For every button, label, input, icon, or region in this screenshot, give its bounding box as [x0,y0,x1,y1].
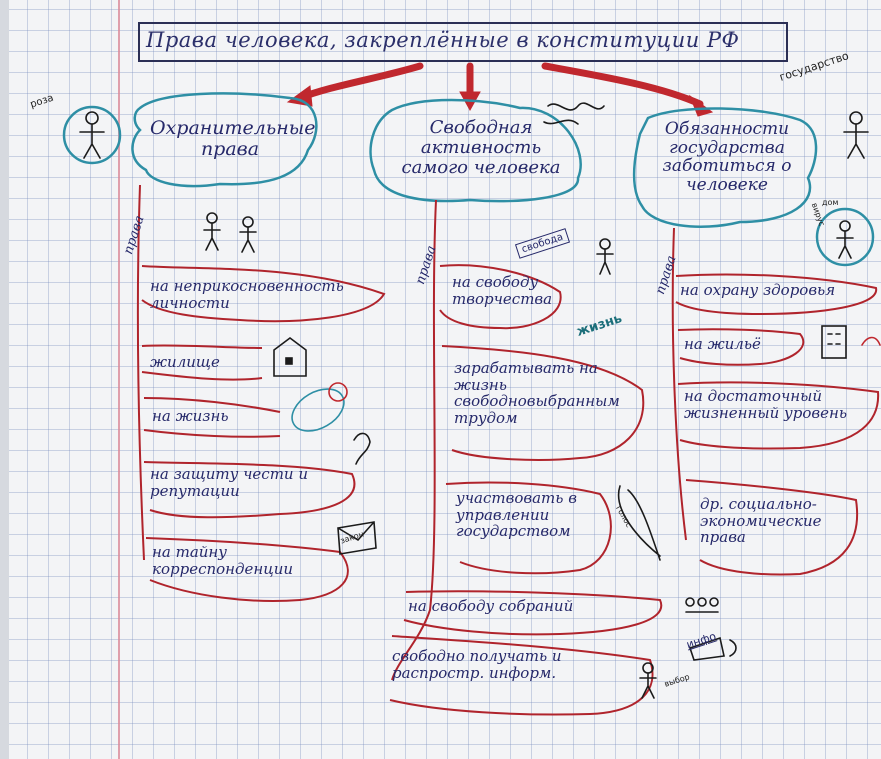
center-item: свободно получать и распростр. информ. [392,647,562,682]
right-item: на достаточный жизненный уровень [684,387,848,422]
doodle-circle-right [815,207,875,267]
center-item: участвовать в управлении государством [456,489,577,540]
trunk-center [391,199,437,681]
trunk-right [671,227,687,541]
stick-figure-icon [836,220,854,259]
arrow-left-head [286,85,313,107]
left-item: на тайну корреспонденции [152,543,294,578]
branch-left-4 [143,461,356,519]
cloud-center [369,98,582,203]
stick-figure-icon [239,216,257,253]
center-item: на свободу творчества [452,273,553,308]
left-item: на жизнь [152,407,229,425]
scribble-icon [353,102,605,465]
branch-left-1 [141,265,386,323]
feather-pen-icon [617,485,661,561]
branch-center-3 [445,481,612,575]
branch-right-4 [685,479,859,576]
right-item: на жильё [684,335,761,353]
branch-left-2 [141,344,263,381]
branch-right-2 [677,328,805,366]
stick-figure-icon [843,111,869,159]
baby-icon [291,382,348,432]
center-item: зарабатывать на жизнь свободновыбранным … [454,359,620,427]
right-item: др. социально-экономические права [700,495,822,546]
cloud-left [131,92,318,188]
arrow-left [296,62,424,102]
branch-center-1 [439,264,562,330]
margin-line [118,0,120,759]
branch-center-2 [441,345,645,461]
heading-free-activity: Свободная активность самого человека [401,117,561,178]
branch-left-5 [145,537,349,603]
arrows [286,62,714,117]
letter-icon [337,521,377,555]
page-title: Права человека, закреплённые в конституц… [146,28,740,52]
branch-left-3 [143,397,281,438]
stick-figure-icon [203,212,221,251]
sun-icon [861,336,881,346]
stick-figure-icon [79,111,105,159]
cloud-right [632,107,818,228]
page-edge-shadow [0,0,9,759]
house-icon [273,337,307,377]
doodle-label-dom: дом [822,198,839,207]
arrow-right-head [688,94,714,117]
doodle-circle-left [62,105,122,165]
branch-center-5 [389,635,654,716]
heading-state-obligations: Обязанности государства заботиться о чел… [662,119,792,196]
trunk-left [136,184,145,561]
heading-protective-rights: Охранительные права [150,117,316,160]
building-icon [821,325,847,359]
left-item: жилище [150,353,220,371]
branch-right-3 [677,381,880,450]
center-item: на свободу собраний [408,597,574,615]
left-item: на неприкосновенность личности [150,277,344,312]
branch-center-4 [403,590,663,636]
stick-figure-icon [639,662,657,699]
title-frame [138,22,788,62]
right-item: на охрану здоровья [680,281,836,299]
left-item: на защиту чести и репутации [150,465,309,500]
arrow-right [541,62,704,108]
megaphone-icon [688,636,737,661]
stick-figure-icon [596,238,614,275]
branch-right-1 [675,273,878,316]
vote-icon [685,597,719,613]
